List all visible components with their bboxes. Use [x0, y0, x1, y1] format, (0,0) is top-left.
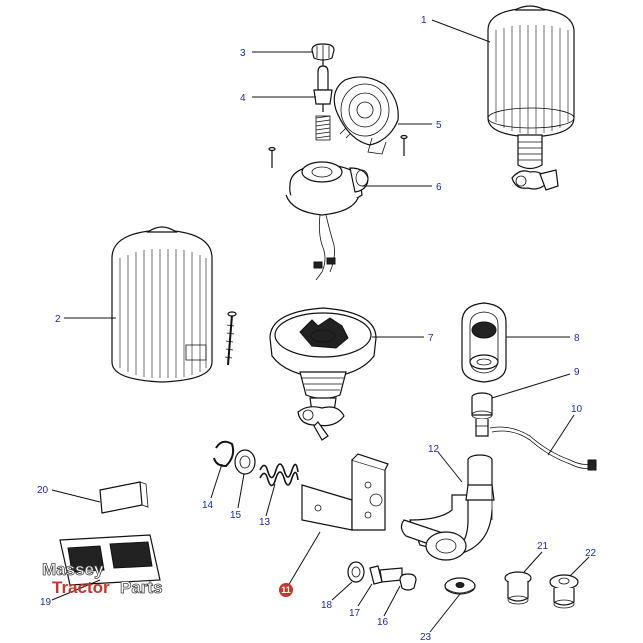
label-part-14: 14 [202, 500, 214, 511]
label-part-23: 23 [420, 632, 432, 643]
rubber-grommet-a [504, 571, 532, 605]
lamp-guard [461, 302, 507, 383]
cable [489, 426, 597, 471]
bulb-cap [311, 43, 335, 72]
reflector [333, 76, 399, 155]
screw-pair [268, 134, 408, 168]
label-part-21: 21 [537, 541, 549, 552]
label-part-18: 18 [321, 600, 333, 611]
lens-screw [224, 311, 237, 366]
label-part-20: 20 [37, 485, 49, 496]
rubber-grommet-c [444, 577, 476, 595]
label-part-12: 12 [428, 444, 440, 455]
part-labels: 1 2 3 4 5 6 7 8 9 10 12 13 14 15 16 17 1… [37, 15, 597, 643]
label-part-3: 3 [240, 48, 246, 59]
label-part-13: 13 [259, 517, 271, 528]
label-part-8: 8 [574, 333, 580, 344]
watermark-word-3: Parts [120, 578, 163, 597]
spring-small [315, 115, 331, 141]
label-part-22: 22 [585, 548, 597, 559]
coil-spring [259, 463, 299, 487]
label-part-16: 16 [377, 617, 389, 628]
small-washer [347, 561, 365, 583]
watermark-word-2: Tractor [52, 578, 110, 597]
lens-cover [111, 226, 213, 383]
part-11-badge: 11 [279, 583, 293, 597]
label-plate [99, 481, 149, 514]
bulb [313, 65, 333, 112]
circlip [213, 440, 235, 468]
label-part-15: 15 [230, 510, 242, 521]
watermark-word-1: Massey [42, 560, 104, 579]
pipe-mount [400, 454, 495, 561]
label-part-10: 10 [571, 404, 583, 415]
label-part-9: 9 [574, 367, 580, 378]
label-part-11: 11 [281, 585, 291, 595]
bolt-cap [399, 573, 417, 591]
washer [234, 449, 256, 475]
rocker-switch [59, 534, 161, 586]
label-part-5: 5 [436, 120, 442, 131]
label-part-7: 7 [428, 333, 434, 344]
bulb-holder [285, 161, 369, 281]
mounting-bracket [301, 453, 389, 531]
label-part-6: 6 [436, 182, 442, 193]
label-part-17: 17 [349, 608, 361, 619]
label-part-1: 1 [421, 15, 427, 26]
label-part-2: 2 [55, 314, 61, 325]
label-part-19: 19 [40, 597, 52, 608]
watermark-logo: Massey Tractor Parts [42, 560, 163, 598]
label-part-4: 4 [240, 93, 246, 104]
rubber-grommet-b [549, 574, 579, 609]
adapter-plug [471, 392, 493, 437]
bolt [369, 565, 403, 585]
beacon-base [269, 307, 377, 441]
beacon-assembled [487, 5, 575, 191]
leader-lines [51, 19, 590, 633]
